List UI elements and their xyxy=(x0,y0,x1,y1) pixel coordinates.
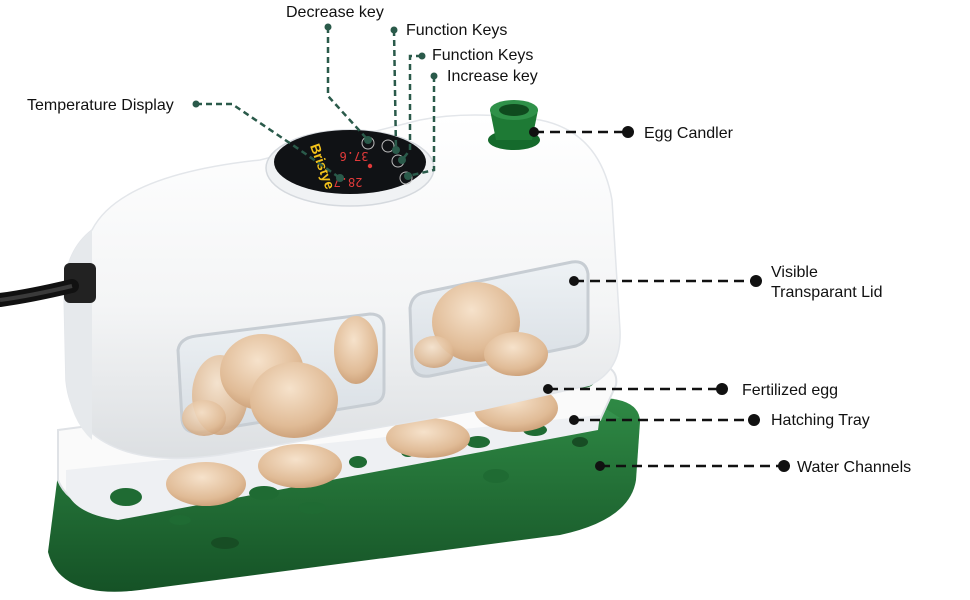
leader-dots-right xyxy=(529,126,790,472)
label-water-channels: Water Channels xyxy=(797,459,912,476)
label-hatching-tray: Hatching Tray xyxy=(771,412,870,429)
leader-lines-top xyxy=(196,27,436,180)
function-key-1-button[interactable] xyxy=(381,139,395,153)
fertilized-eggs xyxy=(166,384,558,506)
visible-transparent-lid-right xyxy=(408,260,590,378)
increase-key-button[interactable] xyxy=(399,171,413,185)
label-increase-key: Increase key xyxy=(447,68,538,85)
temperature-display: Bristye 37.6 28.7 xyxy=(274,130,426,194)
label-visible-lid-line1: Visible xyxy=(771,264,818,281)
visible-transparent-lid-left xyxy=(176,312,386,438)
label-egg-candler: Egg Candler xyxy=(644,125,733,142)
label-function-keys-1: Function Keys xyxy=(406,22,508,39)
label-fertilized-egg: Fertilized egg xyxy=(742,382,839,399)
label-visible-lid-line2: Transparant Lid xyxy=(771,284,883,301)
label-temperature-display: Temperature Display xyxy=(27,97,174,114)
label-decrease-key: Decrease key xyxy=(286,4,384,21)
label-function-keys-2: Function Keys xyxy=(432,47,534,64)
leader-dots-top xyxy=(192,23,438,182)
leader-lines-right xyxy=(534,130,784,468)
temperature-readout-top: 37.6 xyxy=(340,149,369,163)
